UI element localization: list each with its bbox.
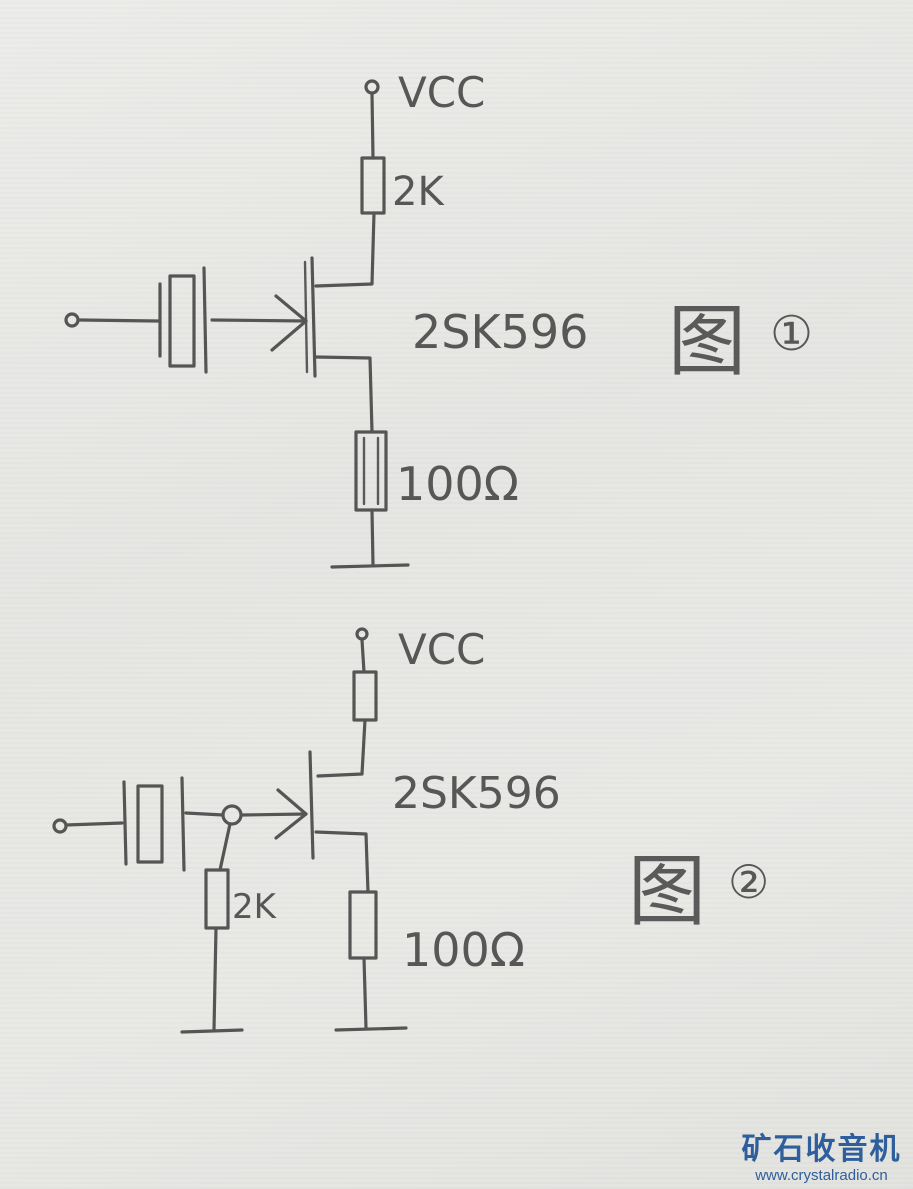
- watermark-url: www.crystalradio.cn: [755, 1167, 888, 1184]
- fig1-gate-arrow: [270, 294, 308, 352]
- fig2-input-wire: [64, 821, 124, 827]
- fig2-vcc-terminal: [355, 627, 369, 641]
- fig1-jfet-channel-inner: [303, 260, 309, 374]
- fig2-gate-ground-symbol: [180, 1028, 244, 1034]
- fig1-drain-wire: [314, 211, 376, 288]
- fig1-caption-number: ①: [770, 306, 813, 362]
- site-watermark: 矿石收音机 www.crystalradio.cn: [734, 1133, 909, 1185]
- fig2-transistor-label: 2SK596: [392, 768, 561, 819]
- fig2-drain-resistor: [352, 670, 378, 722]
- fig1-source-wire: [314, 355, 374, 434]
- fig2-gate-junction: [221, 804, 243, 826]
- fig2-cap-to-junction: [184, 811, 225, 817]
- figure-1-circuit: VCC 2K 100Ω 2SK596 图 ①: [64, 68, 813, 569]
- fig1-source-resistor-label: 100Ω: [396, 457, 519, 511]
- fig1-drain-resistor: [360, 156, 386, 215]
- figure-2-circuit: VCC 2K 100Ω 2SK596 图 ②: [52, 625, 769, 1034]
- fig1-source-resistor-hatch: [362, 436, 380, 506]
- fig1-vcc-label: VCC: [398, 68, 485, 117]
- fig1-drain-resistor-label: 2K: [392, 169, 445, 215]
- fig2-source-ground-symbol: [334, 1026, 408, 1032]
- fig1-input-terminal: [64, 312, 80, 328]
- fig1-transistor-label: 2SK596: [412, 305, 588, 359]
- fig2-gate-arrow: [274, 788, 308, 840]
- fig2-drain-wire: [316, 718, 367, 778]
- fig1-ground-symbol: [330, 563, 410, 569]
- fig2-gate-res-wire-top: [218, 822, 232, 872]
- fig2-source-wire: [314, 830, 370, 894]
- fig1-ground-wire: [370, 508, 375, 567]
- fig2-cap-body: [136, 784, 164, 864]
- fig1-vcc-terminal: [364, 79, 380, 95]
- fig2-caption-char: 图: [628, 847, 706, 937]
- fig2-gate-wire: [240, 812, 308, 817]
- fig2-cap-plate-right: [180, 776, 186, 872]
- watermark-title: 矿石收音机: [741, 1132, 902, 1167]
- fig1-gate-wire: [210, 318, 308, 323]
- fig2-jfet-channel: [308, 750, 315, 860]
- fig1-vcc-wire: [370, 91, 375, 160]
- fig2-vcc-label: VCC: [398, 625, 485, 674]
- fig2-input-terminal: [52, 818, 68, 834]
- fig1-input-wire: [78, 318, 160, 323]
- fig1-source-resistor: [354, 430, 388, 512]
- fig2-gate-ground-wire: [212, 926, 218, 1032]
- fig2-caption-number: ②: [728, 855, 769, 909]
- fig2-source-ground-wire: [362, 956, 368, 1030]
- fig2-gate-resistor: [204, 868, 230, 930]
- fig2-source-resistor-label: 100Ω: [402, 923, 525, 977]
- fig2-cap-plate-left: [122, 780, 128, 866]
- fig1-jfet-channel: [310, 256, 317, 378]
- fig1-cap-body: [168, 274, 196, 368]
- fig1-cap-plate-right: [202, 266, 208, 374]
- fig2-source-resistor: [348, 890, 378, 960]
- fig2-vcc-wire: [360, 638, 366, 674]
- fig1-caption-char: 图: [668, 297, 746, 387]
- fig2-gate-resistor-label: 2K: [232, 887, 278, 927]
